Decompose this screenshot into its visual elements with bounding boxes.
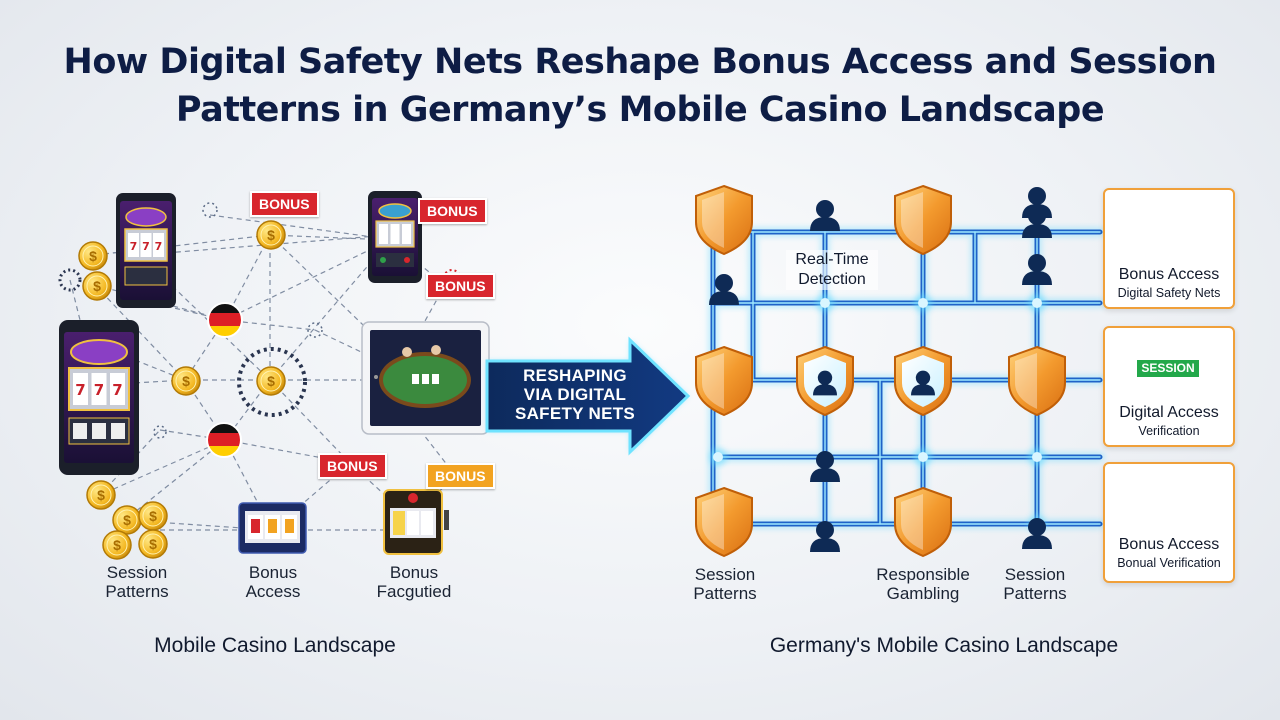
bonus-badge: BONUS bbox=[418, 198, 487, 224]
right-label-responsible-gambling: Responsible Gambling bbox=[876, 565, 970, 603]
left-label-bonus-access: Bonus Access bbox=[245, 563, 301, 601]
slot-device-small bbox=[238, 502, 307, 554]
card-title: Bonus Access bbox=[1118, 536, 1220, 553]
right-label-session-patterns-2: Session Patterns bbox=[1003, 565, 1067, 603]
page-title: How Digital Safety Nets Reshape Bonus Ac… bbox=[0, 38, 1280, 134]
right-footer: Germany's Mobile Casino Landscape bbox=[769, 634, 1119, 657]
slot-machine bbox=[383, 489, 449, 555]
svg-text:7: 7 bbox=[130, 240, 138, 253]
card-bonus-verification: Bonus Access Bonual Verification bbox=[1103, 462, 1235, 583]
poker-tablet bbox=[361, 321, 490, 435]
card-title: Bonus Access bbox=[1118, 266, 1220, 283]
bonus-badge: BONUS bbox=[426, 463, 495, 489]
left-label-session-patterns: Session Patterns bbox=[105, 563, 169, 601]
svg-text:7: 7 bbox=[155, 240, 163, 253]
left-label-bonus-facgutied: Bonus Facgutied bbox=[376, 563, 452, 601]
germany-flag-icon bbox=[206, 422, 242, 458]
left-footer: Mobile Casino Landscape bbox=[154, 634, 396, 657]
card-subtitle: Bonual Verification bbox=[1117, 556, 1221, 570]
card-bonus-access: Bonus Access Digital Safety Nets bbox=[1103, 188, 1235, 309]
reshaping-arrow bbox=[485, 336, 691, 456]
title-line-2: Patterns in Germany’s Mobile Casino Land… bbox=[175, 90, 1105, 130]
card-title: Digital Access bbox=[1119, 404, 1219, 421]
card-subtitle: Digital Safety Nets bbox=[1117, 286, 1221, 300]
bonus-badge: BONUS bbox=[250, 191, 319, 217]
arrow-label: RESHAPING VIA DIGITAL SAFETY NETS bbox=[514, 366, 636, 423]
slot-phone-large: 7 7 7 bbox=[59, 320, 139, 475]
bonus-badge: BONUS bbox=[426, 273, 495, 299]
realtime-detection-label: Real-Time Detection bbox=[786, 250, 878, 290]
bonus-badge: BONUS bbox=[318, 453, 387, 479]
session-tag: SESSION bbox=[1137, 360, 1199, 377]
card-digital-access: Digital Access Verification bbox=[1103, 326, 1235, 447]
germany-flag-icon bbox=[207, 302, 243, 338]
title-line-1: How Digital Safety Nets Reshape Bonus Ac… bbox=[63, 42, 1217, 82]
svg-text:7: 7 bbox=[94, 381, 104, 399]
slot-phone-top-right bbox=[368, 191, 422, 283]
svg-text:7: 7 bbox=[75, 381, 85, 399]
svg-text:7: 7 bbox=[142, 240, 150, 253]
card-subtitle: Verification bbox=[1138, 424, 1200, 438]
right-label-session-patterns: Session Patterns bbox=[693, 565, 757, 603]
svg-text:7: 7 bbox=[112, 381, 122, 399]
slot-phone-top: 7 7 7 bbox=[116, 193, 176, 308]
